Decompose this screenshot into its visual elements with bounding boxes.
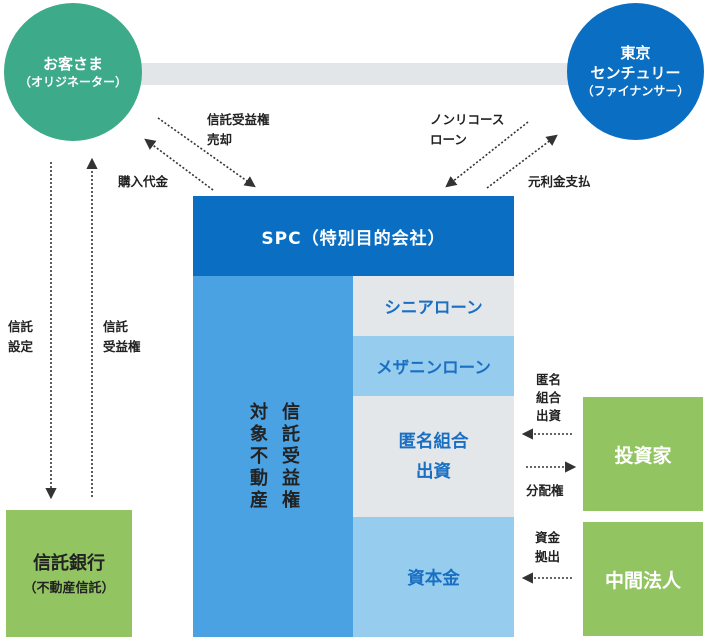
tokyo-century-name-1: 東京 [620, 44, 651, 62]
tranche-equity: 匿名組合 出資 [353, 396, 514, 517]
intermediary-node: 中間法人 [583, 522, 703, 636]
tranche-senior-label: シニアローン [384, 298, 483, 317]
label-silent-partnership-3: 出資 [536, 408, 562, 423]
customer-name: お客さま [42, 54, 103, 73]
customer-role: （オリジネーター） [18, 74, 127, 89]
label-sale-1: 信託受益権 [207, 112, 270, 127]
arrow-repayment [486, 134, 558, 189]
label-silent-partnership: 匿名 組合 出資 [536, 371, 561, 425]
arrow-nonrecourse [445, 121, 529, 188]
tranche-mezzanine: メザニンローン [353, 336, 514, 396]
label-distribution: 分配権 [526, 481, 564, 501]
trust-asset-col2: 対象不動産 [247, 401, 268, 512]
trust-asset-col1: 信託受益権 [279, 401, 300, 512]
label-nonrecourse-1: ノンリコース [430, 112, 505, 127]
investor-node: 投資家 [583, 397, 703, 511]
label-repayment-text: 元利金支払 [528, 174, 591, 189]
label-sale: 信託受益権 売却 [207, 110, 270, 150]
label-purchase-text: 購入代金 [118, 174, 169, 189]
label-trust-setting: 信託 設定 [8, 317, 33, 357]
tranche-mezzanine-label: メザニンローン [376, 358, 491, 377]
label-silent-partnership-1: 匿名 [536, 372, 562, 387]
label-beneficiary: 信託 受益権 [103, 317, 141, 357]
label-purchase: 購入代金 [118, 172, 168, 192]
tranche-senior: シニアローン [353, 276, 514, 336]
arrow-purchase [144, 138, 214, 191]
trust-bank-name: 信託銀行 [33, 552, 105, 574]
investor-label: 投資家 [614, 444, 672, 467]
tranche-equity-line1: 匿名組合 [398, 431, 469, 452]
label-nonrecourse-2: ローン [430, 132, 467, 147]
trust-asset-box: 信託受益権 対象不動産 [193, 276, 353, 637]
spc-box: SPC（特別目的会社） [193, 196, 514, 276]
label-beneficiary-1: 信託 [103, 319, 129, 334]
label-distribution-text: 分配権 [526, 483, 564, 498]
label-sale-2: 売却 [207, 132, 233, 147]
label-funding-1: 資金 [535, 530, 561, 545]
label-trust-setting-1: 信託 [8, 319, 34, 334]
trust-bank-node: 信託銀行 （不動産信託） [6, 510, 132, 637]
tokyo-century-name-2: センチュリー [590, 64, 681, 82]
tranche-capital: 資本金 [353, 517, 514, 637]
trust-bank-type: （不動産信託） [23, 580, 115, 596]
customer-node: お客さま （オリジネーター） [4, 3, 142, 141]
spc-label: SPC（特別目的会社） [261, 228, 446, 249]
tranche-capital-label: 資本金 [407, 568, 460, 589]
tranche-equity-line2: 出資 [416, 461, 451, 482]
label-trust-setting-2: 設定 [8, 339, 34, 354]
tokyo-century-role: （ファイナンサー） [581, 84, 690, 98]
label-nonrecourse: ノンリコース ローン [430, 110, 504, 150]
connector-bar [130, 63, 590, 85]
label-funding: 資金 拠出 [535, 528, 560, 566]
label-beneficiary-2: 受益権 [103, 339, 141, 354]
tokyo-century-node: 東京 センチュリー （ファイナンサー） [567, 3, 704, 140]
intermediary-label: 中間法人 [604, 569, 681, 592]
label-silent-partnership-2: 組合 [536, 390, 562, 405]
label-repayment: 元利金支払 [528, 172, 591, 192]
label-funding-2: 拠出 [535, 549, 561, 564]
